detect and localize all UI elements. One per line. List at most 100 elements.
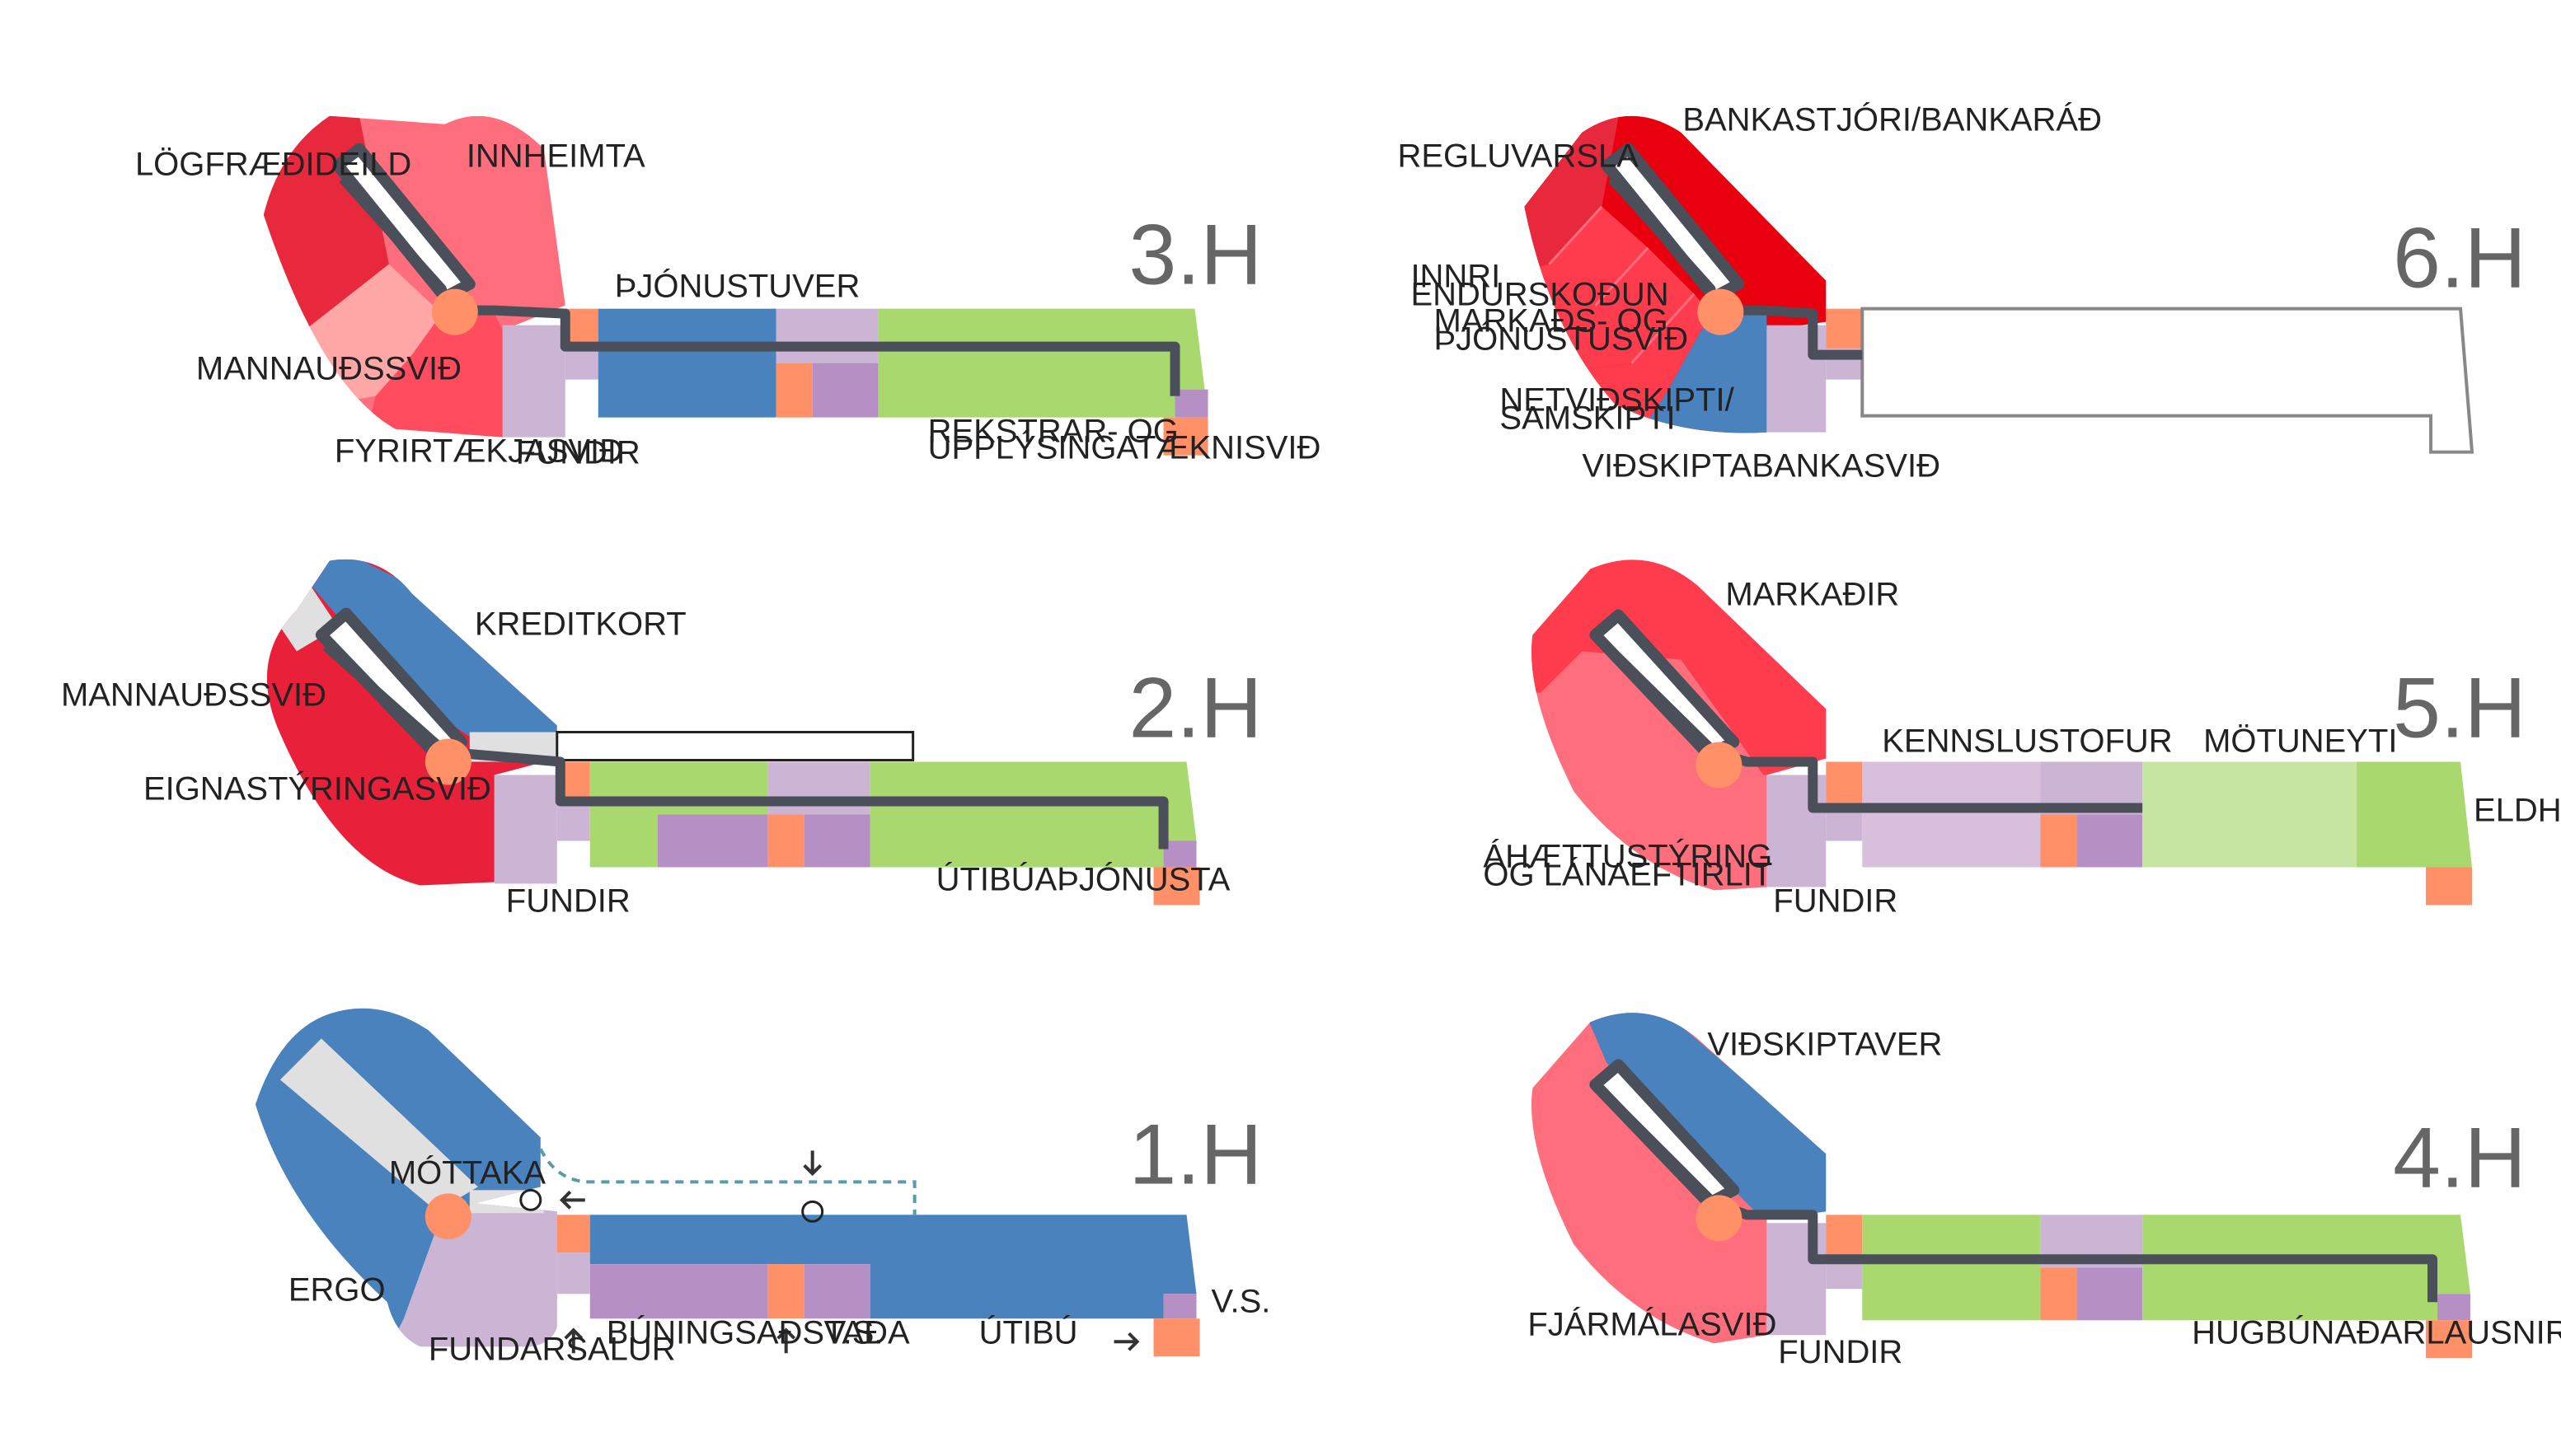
riser-3	[1153, 867, 1200, 906]
corridor	[1603, 643, 2143, 813]
label-thjonustuver: ÞJÓNUSTUVER	[615, 268, 861, 305]
label-markads-2: ÞJÓNUSTUSVIÐ	[1433, 321, 1688, 358]
zone-vs-2	[1163, 1294, 1197, 1319]
zone-purple	[2076, 1267, 2143, 1321]
corridor	[322, 643, 1169, 850]
label-mannaudssvid: MANNAUÐSSVIÐ	[61, 677, 326, 714]
riser	[1826, 1215, 1863, 1255]
riser	[1826, 761, 1863, 803]
zone-eldhus	[2357, 761, 2473, 868]
zone-innri	[1524, 206, 1649, 322]
label-rekstrar-2: UPPLÝSINGATÆKNISVIÐ	[928, 429, 1321, 466]
zone-rekstrar	[878, 308, 1205, 418]
stair-node	[431, 288, 478, 335]
label-innheimta: INNHEIMTA	[467, 138, 645, 175]
label-ergo: ERGO	[288, 1271, 386, 1308]
label-netvidskipti-2: SAMSKIPTI	[1499, 400, 1675, 437]
zone-vidskiptaver	[1582, 1013, 1827, 1220]
floor-title-2: 2.H	[1129, 660, 1263, 756]
riser-2	[2040, 814, 2077, 868]
zone-lavender	[776, 308, 879, 363]
label-ahaettu-1: ÁHÆTTUSTÝRING	[1483, 837, 1772, 874]
floor-3-plan: LÖGFRÆÐIDEILD INNHEIMTA ÞJÓNUSTUVER MANN…	[135, 115, 1321, 471]
label-innri-2: ENDURSKOÐUN	[1410, 277, 1668, 313]
label-vidskiptabankasvid: VIÐSKIPTABANKASVIÐ	[1582, 448, 1940, 485]
label-logfraedideild: LÖGFRÆÐIDEILD	[135, 147, 411, 183]
label-fjarmalasvid: FJÁRMÁLASVIÐ	[1527, 1305, 1776, 1342]
label-buningsadstada: BÚNINGSAÐSTAÐA	[607, 1313, 910, 1351]
zone-green-2	[870, 761, 1197, 868]
floor-title-3: 3.H	[1129, 208, 1263, 303]
stair-node	[1696, 742, 1743, 789]
label-fundir: FUNDIR	[516, 435, 640, 471]
zone-fundarsalur	[387, 1203, 557, 1347]
entrance-marker	[519, 1188, 542, 1211]
zone-vs-1	[804, 1264, 870, 1319]
label-fundir: FUNDIR	[506, 882, 631, 919]
label-utibu: ÚTIBÚ	[979, 1313, 1078, 1351]
label-kreditkort: KREDITKORT	[475, 606, 687, 643]
zone-divider-3	[1630, 293, 1696, 364]
riser-3	[1153, 1318, 1200, 1357]
riser-2	[2040, 1267, 2077, 1321]
zone-kreditkort	[296, 559, 557, 742]
zone-purple	[812, 363, 879, 418]
zone-fundir	[494, 775, 557, 884]
riser-3	[2426, 867, 2473, 906]
label-fundir: FUNDIR	[1773, 882, 1897, 919]
label-kennslustofur: KENNSLUSTOFUR	[1882, 723, 2172, 759]
zone-vidskiptabankasvid	[1631, 313, 1767, 433]
zone-lavender	[767, 761, 870, 815]
riser-3	[1163, 417, 1208, 456]
label-innri-1: INNRI	[1410, 259, 1500, 295]
zone-kennslustofur	[1862, 761, 2041, 868]
zone-purple	[657, 814, 768, 868]
floor-title-1: 1.H	[1129, 1107, 1263, 1202]
zone-buningsadstada	[589, 1264, 768, 1319]
zone-divider	[1548, 205, 1603, 265]
zone-purple	[2076, 814, 2143, 868]
floor-5-plan: MARKAÐIR KENNSLUSTOFUR MÖTUNEYTI ELDHÚS …	[1483, 559, 2561, 919]
floor-title-4: 4.H	[2393, 1110, 2526, 1206]
floor-title-5: 5.H	[2393, 660, 2526, 756]
dashed-path	[539, 1148, 917, 1215]
riser-2	[767, 814, 804, 868]
zone-vs	[2437, 1294, 2471, 1321]
label-mottaka: MÓTTAKA	[389, 1154, 546, 1191]
label-fundir: FUNDIR	[1778, 1334, 1902, 1370]
riser-2	[767, 1264, 804, 1319]
zone-thjonustuver	[598, 308, 776, 418]
connector	[556, 1252, 590, 1294]
arrow-up-icon-2	[776, 1327, 796, 1354]
label-fundarsalur: FUNDARSALUR	[429, 1331, 676, 1367]
zone-vs	[1163, 840, 1197, 868]
zone-hugbunadarlausnir	[2142, 1215, 2471, 1321]
label-vidskiptaver: VIÐSKIPTAVER	[1707, 1026, 1942, 1062]
label-motuneyti: MÖTUNEYTI	[2203, 723, 2397, 759]
zone-divider-2	[1594, 246, 1649, 307]
zone-green-1	[589, 761, 768, 815]
zone-green-3	[589, 814, 658, 868]
zone-markads	[1549, 247, 1695, 372]
connector	[556, 804, 590, 841]
zone-vs	[1175, 389, 1208, 418]
zone-mannaudssvid	[304, 264, 442, 405]
zone-utibu	[589, 1215, 1197, 1319]
open-void-outline	[556, 730, 915, 761]
arrow-down-icon	[803, 1150, 823, 1177]
label-netvidskipti-1: NETVIÐSKIPTI/	[1499, 382, 1734, 419]
arrow-left-icon	[559, 1190, 585, 1210]
label-eignastyringasvid: EIGNASTÝRINGASVIÐ	[143, 770, 491, 807]
riser-2	[776, 363, 813, 418]
label-vs-1: V.S.	[824, 1314, 884, 1351]
zone-fundir	[502, 325, 565, 438]
label-eldhus: ELDHÚS	[2474, 791, 2561, 828]
floor-4-plan: VIÐSKIPTAVER FJÁRMÁLASVIÐ FUNDIR HUGBÚNA…	[1527, 1013, 2561, 1370]
zone-fyrirtaekjasvid	[362, 313, 503, 438]
entrance-marker-2	[801, 1200, 824, 1223]
label-bankastjori: BANKASTJÓRI/BANKARÁÐ	[1682, 101, 2102, 138]
label-rekstrar-1: REKSTRAR- OG	[928, 414, 1179, 450]
riser	[1826, 308, 1863, 349]
corridor	[1607, 175, 1863, 360]
